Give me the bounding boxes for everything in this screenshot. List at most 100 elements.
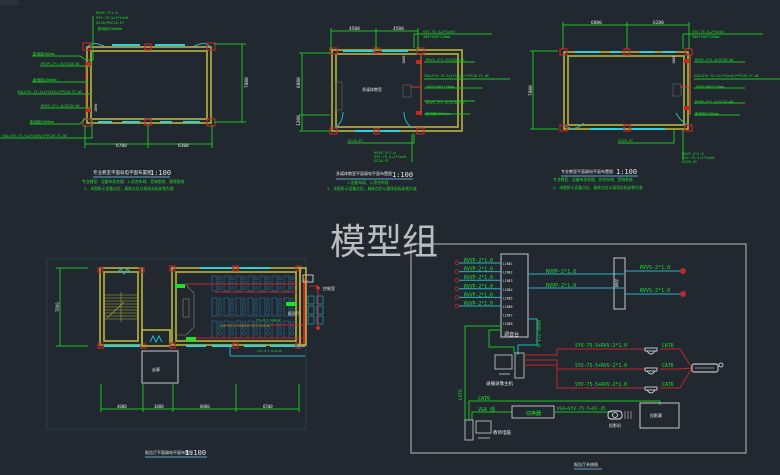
seat bbox=[230, 331, 234, 335]
seat-desk bbox=[211, 320, 218, 339]
plan-1-dim-bottom-1: 6700 bbox=[116, 143, 127, 149]
mixer-input-label: LINE1 bbox=[503, 262, 513, 266]
plan-3-note: 2、本图所示设备点位，具体点位以现场实际安装为准 bbox=[553, 185, 643, 190]
speaker-icon bbox=[680, 268, 686, 274]
seat bbox=[254, 331, 258, 335]
plan-3-title: 专业教室平面弱电平面布置图 bbox=[561, 168, 613, 174]
seat-desk bbox=[259, 297, 266, 317]
seat bbox=[218, 313, 222, 317]
camera-net-cable bbox=[660, 348, 693, 369]
plan-1: 6700 6300 7800 1000 RVVP-2*1.0 SYV-75-5+… bbox=[0, 11, 250, 191]
camera-net-label: CAT6 bbox=[662, 363, 674, 369]
mixer-input-label: LINE2 bbox=[503, 271, 513, 275]
camera-net-cable bbox=[660, 367, 693, 389]
plan-3-dim-inner: 1000 bbox=[672, 56, 676, 64]
mixer-input-label: LINE7 bbox=[503, 314, 513, 318]
plan-4-dim-bottom-2: 3000 bbox=[154, 404, 164, 409]
seat bbox=[290, 313, 294, 317]
seat bbox=[254, 276, 258, 280]
seat bbox=[266, 303, 270, 307]
seat bbox=[278, 326, 282, 330]
plan-3: 6800 6200 7800 1000 SYV-75-5+2*Cat6 500*… bbox=[528, 20, 780, 190]
plan-2-label: RVVS-2*1.0/SC20-WC bbox=[426, 101, 465, 105]
plan-1-note: 2、本图所示设备点位，具体点位以现场实际安装为准 bbox=[84, 186, 174, 191]
seat bbox=[218, 281, 222, 285]
camera-cable bbox=[524, 364, 645, 389]
plan-3-label: SYV-75-5+2*Cat6 bbox=[682, 156, 714, 160]
camera-cable-label: SYV-75-5+RVV-2*1.0 bbox=[575, 382, 627, 388]
camera-cable-label: SYV-75-5+RVV-2*1.0 bbox=[575, 363, 627, 369]
seat bbox=[242, 308, 246, 312]
seat bbox=[230, 313, 234, 317]
system-title: 报告厅系统图 bbox=[574, 461, 598, 467]
mic-cable-label: RVVP-2*1.0 bbox=[464, 301, 493, 307]
seat bbox=[266, 276, 270, 280]
watermark: 模型组 bbox=[330, 222, 438, 263]
plan-4-dim-bottom-1: 4000 bbox=[117, 404, 127, 409]
mic-cable-label: RVVP-2*1.0 bbox=[464, 275, 493, 281]
plan-3-label: 500*200*120mm bbox=[696, 85, 724, 89]
seat bbox=[254, 286, 258, 290]
amplifier-box bbox=[613, 257, 626, 310]
plan-3-dim-top-1: 6800 bbox=[591, 20, 602, 26]
seat bbox=[218, 303, 222, 307]
plan-2-note: 1.设备布局、2.综合布线 bbox=[347, 180, 389, 185]
plan-3-label: RVVP-2*1.0 bbox=[682, 152, 704, 156]
amp-cable-label: RVVP-2*1.0 bbox=[546, 283, 576, 289]
seat bbox=[242, 286, 246, 290]
plan-3-label: SYV-75-5+2*Cat6 bbox=[692, 30, 724, 34]
cat6-top-label: CAT6 bbox=[478, 396, 490, 402]
camera-cable bbox=[524, 348, 645, 356]
seat bbox=[266, 313, 270, 317]
seat bbox=[290, 308, 294, 312]
plan-1-dim-inner: 1000 bbox=[94, 104, 98, 112]
plan-3-scale: 1:100 bbox=[616, 168, 637, 176]
seat bbox=[278, 298, 282, 302]
seat bbox=[266, 286, 270, 290]
seat bbox=[278, 303, 282, 307]
mixer-box bbox=[500, 253, 529, 338]
seat bbox=[290, 286, 294, 290]
mixer-input-label: LINE8 bbox=[503, 322, 513, 326]
pc-label: 教师电脑 bbox=[493, 429, 511, 436]
viewport-tab[interactable] bbox=[0, 0, 18, 5]
microphone-icon bbox=[454, 295, 460, 300]
plan-4-dim-bottom-3: 8000 bbox=[200, 404, 210, 409]
seat bbox=[218, 321, 222, 325]
plan-2-label: SC20-FC bbox=[374, 159, 389, 163]
plan-2-label: VGA+SYV-75-5+2*Cat6/2*PC20-FC,WC bbox=[424, 74, 489, 78]
plan-2-label: 500*200*120mm bbox=[426, 85, 454, 89]
seat-desk bbox=[271, 320, 278, 339]
recorder-label: 录播录像主机 bbox=[486, 380, 513, 387]
plan-1-label: 距地面300mm bbox=[33, 51, 55, 56]
seat bbox=[218, 298, 222, 302]
plan-2-dim-left-1: 6000 bbox=[296, 77, 302, 88]
plan-4-room-corridor: 走廊 bbox=[152, 366, 160, 372]
plan-3-label: RVVP-2*1.0/SC20-WC bbox=[695, 100, 734, 104]
seat bbox=[242, 281, 246, 285]
mixer-out-cable-label: RVVP-2*1.0 bbox=[535, 320, 541, 347]
plan-1-dim-bottom-2: 6300 bbox=[178, 143, 189, 149]
plan-1-title: 专业教室平面弱电平面布置图 bbox=[93, 169, 152, 176]
seat bbox=[278, 331, 282, 335]
seat bbox=[254, 298, 258, 302]
seat bbox=[254, 326, 258, 330]
seat bbox=[218, 308, 222, 312]
seat bbox=[242, 303, 246, 307]
seat bbox=[290, 331, 294, 335]
seat-grid bbox=[211, 275, 294, 339]
plan-4-dim-left: 7800 bbox=[55, 302, 60, 312]
speaker-cable-label: RVVS-2*1.0 bbox=[640, 288, 670, 294]
microphone-icon bbox=[454, 286, 460, 291]
seat bbox=[230, 276, 234, 280]
plan-2-label: 距地面2500mm bbox=[426, 111, 450, 116]
plan-2: 4500 4500 6000 1200 1000 多媒体教室 SYV-75-5+… bbox=[296, 26, 510, 191]
plan-3-dim-left: 7800 bbox=[528, 85, 534, 96]
seat bbox=[254, 308, 258, 312]
plan-1-label: VGA+SYV-75-5+2*Cat6/2*PC20-FC,WC bbox=[2, 134, 67, 138]
plan-3-label: VGA+SYV-75-5+2*Cat6/2*PC20-FC,WC bbox=[694, 74, 759, 78]
seat bbox=[290, 321, 294, 325]
microphone-icon bbox=[454, 303, 460, 309]
seat-desk bbox=[235, 320, 242, 339]
